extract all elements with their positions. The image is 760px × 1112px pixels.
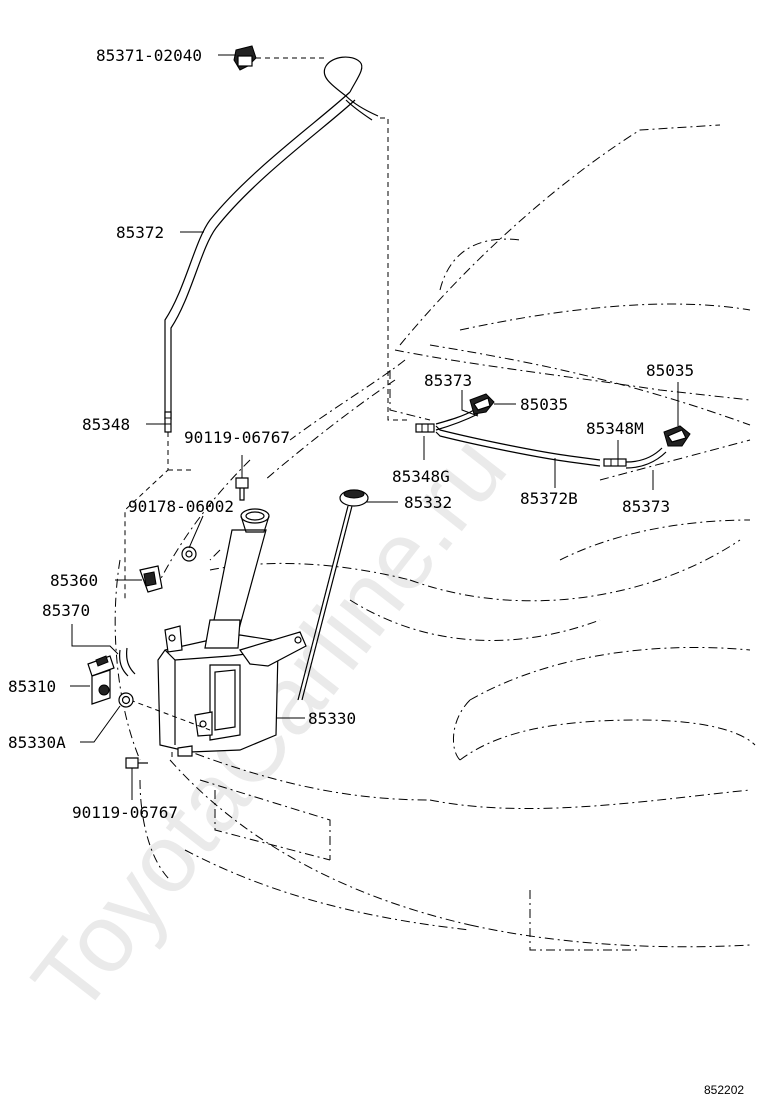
label-85332: 85332 <box>404 493 452 512</box>
main-washer-hose <box>164 56 410 421</box>
callout-labels: 85371-02040 85372 85348 90119-06767 9017… <box>8 46 694 822</box>
label-85373-right: 85373 <box>622 497 670 516</box>
diagram-reference-number: 852202 <box>704 1083 744 1097</box>
hose-to-tank-leader <box>124 432 169 600</box>
washer-pump-icon <box>87 655 115 705</box>
label-90178-06002: 90178-06002 <box>128 497 234 516</box>
label-85372: 85372 <box>116 223 164 242</box>
upper-bolt-icon <box>235 455 249 501</box>
rear-washer-nozzle-icon <box>233 45 257 71</box>
label-85330A: 85330A <box>8 733 66 752</box>
clip-icon <box>181 546 197 562</box>
label-85371-02040: 85371-02040 <box>96 46 202 65</box>
label-85372B: 85372B <box>520 489 578 508</box>
front-left-nozzle-icon <box>469 393 495 415</box>
joint-g-icon <box>415 423 435 433</box>
label-90119-06767-upper: 90119-06767 <box>184 428 290 447</box>
short-hose-icon <box>119 647 136 677</box>
pump-bracket-icon <box>139 565 163 593</box>
label-85360: 85360 <box>50 571 98 590</box>
front-washer-hose <box>435 409 667 469</box>
lower-bolt-icon <box>125 757 148 800</box>
label-85330: 85330 <box>308 709 356 728</box>
vehicle-body-outline <box>114 124 756 951</box>
label-85348G: 85348G <box>392 467 450 486</box>
label-90119-06767-lower: 90119-06767 <box>72 803 178 822</box>
callout-leaders <box>70 54 679 743</box>
label-85348M: 85348M <box>586 419 644 438</box>
grommet-icon <box>118 692 134 708</box>
lower-hose-joint-icon <box>164 411 172 433</box>
joint-m-icon <box>603 458 627 467</box>
label-85310: 85310 <box>8 677 56 696</box>
filler-cap-icon <box>297 489 369 701</box>
label-85035-left: 85035 <box>520 395 568 414</box>
label-85035-right: 85035 <box>646 361 694 380</box>
front-right-nozzle-icon <box>663 425 691 447</box>
washer-tank-icon <box>157 508 307 757</box>
label-85373-left: 85373 <box>424 371 472 390</box>
label-85370: 85370 <box>42 601 90 620</box>
label-85348: 85348 <box>82 415 130 434</box>
